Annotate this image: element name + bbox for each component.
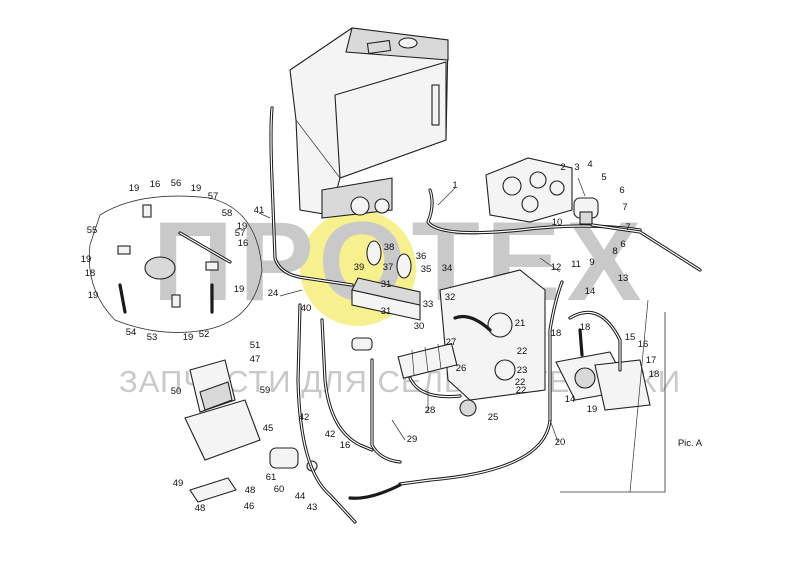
callout-c19d: 19 (81, 254, 92, 265)
callout-c46: 46 (244, 501, 255, 512)
hydraulic-tank (289, 27, 449, 219)
callout-c42a: 42 (299, 412, 310, 423)
callout-c22c: 22 (516, 385, 527, 396)
transmission-block (439, 269, 546, 417)
callout-c34: 34 (442, 263, 453, 274)
callout-c3: 3 (574, 162, 579, 173)
valve-block (397, 342, 458, 379)
callout-c12: 12 (551, 262, 562, 273)
callout-c16d: 16 (340, 440, 351, 451)
callout-c53: 53 (147, 332, 158, 343)
callout-c20: 20 (555, 437, 566, 448)
callout-c43: 43 (307, 502, 318, 513)
callout-c60: 60 (274, 484, 285, 495)
callout-c48b: 48 (195, 503, 206, 514)
callout-c48a: 48 (245, 485, 256, 496)
callout-c7b: 7 (625, 222, 630, 233)
callout-c6a: 6 (619, 185, 624, 196)
callout-c10: 10 (552, 217, 563, 228)
callout-c31b: 31 (381, 306, 392, 317)
callout-c14b: 14 (565, 394, 576, 405)
callout-c14a: 14 (585, 286, 596, 297)
callout-c51: 51 (250, 340, 261, 351)
callout-c56: 56 (171, 178, 182, 189)
callout-c45: 45 (263, 423, 274, 434)
callout-c47: 47 (250, 354, 261, 365)
callout-c11: 11 (571, 259, 581, 270)
callout-c15: 15 (625, 332, 636, 343)
callout-c23: 23 (517, 365, 528, 376)
callout-c19c: 19 (237, 221, 248, 232)
callout-c30: 30 (414, 321, 425, 332)
callout-c50: 50 (171, 386, 182, 397)
callout-c52: 52 (199, 329, 210, 340)
callout-c19f: 19 (234, 284, 245, 295)
leader-lines (258, 177, 586, 443)
pump-assembly (485, 157, 599, 225)
callout-c59: 59 (260, 385, 271, 396)
callout-c36: 36 (416, 251, 427, 262)
callout-c40: 40 (301, 303, 312, 314)
cylinder-view-a (555, 299, 666, 493)
view-label-pic-a: Pic. A (678, 438, 703, 449)
callout-c57a: 57 (208, 191, 219, 202)
callout-c2: 2 (560, 162, 565, 173)
callout-c16a: 16 (150, 179, 161, 190)
callout-c22a: 22 (517, 346, 528, 357)
callout-c18a: 18 (551, 328, 562, 339)
callout-c49: 49 (173, 478, 184, 489)
callout-c18b: 18 (580, 322, 591, 333)
callout-c18d: 18 (649, 369, 660, 380)
callout-c54: 54 (126, 327, 137, 338)
callout-c58: 58 (222, 208, 233, 219)
callout-c55: 55 (87, 225, 98, 236)
callout-c29: 29 (407, 434, 418, 445)
callout-c37: 37 (383, 262, 394, 273)
callout-c24: 24 (268, 288, 279, 299)
callout-c16b: 16 (238, 238, 249, 249)
callout-c4: 4 (587, 159, 592, 170)
callout-c16c: 16 (638, 339, 649, 350)
callout-c35: 35 (421, 264, 432, 275)
callout-c28: 28 (425, 405, 436, 416)
callout-c9: 9 (589, 257, 594, 268)
callout-c61: 61 (266, 472, 277, 483)
callout-c6b: 6 (620, 239, 625, 250)
callout-c31a: 31 (381, 279, 392, 290)
callout-c32: 32 (445, 292, 456, 303)
callout-c41: 41 (254, 205, 265, 216)
fitting-group-left (88, 195, 263, 333)
callout-c25: 25 (488, 412, 499, 423)
callout-c8: 8 (612, 246, 617, 257)
callout-c19b: 19 (191, 183, 202, 194)
callout-c38: 38 (384, 242, 395, 253)
callout-c19e: 19 (88, 290, 99, 301)
manifold (351, 240, 421, 351)
callout-c13: 13 (618, 273, 629, 284)
callout-c26: 26 (456, 363, 467, 374)
callout-c39: 39 (354, 262, 365, 273)
callout-c42b: 42 (325, 429, 336, 440)
callout-c33: 33 (423, 299, 434, 310)
pedal-assembly (184, 359, 318, 503)
callout-c21: 21 (515, 318, 526, 329)
callout-c19a: 19 (129, 183, 140, 194)
callout-c22b: 22 (515, 377, 526, 388)
callout-c7a: 7 (622, 202, 627, 213)
callout-c19h: 19 (587, 404, 598, 415)
callout-c17: 17 (646, 355, 657, 366)
hose-lines (269, 106, 702, 524)
callout-c5: 5 (601, 172, 606, 183)
callout-c44: 44 (295, 491, 306, 502)
callout-c19g: 19 (183, 332, 194, 343)
callout-c18c: 18 (85, 268, 96, 279)
callout-c27: 27 (446, 337, 457, 348)
callout-c57b: 57 (235, 228, 246, 239)
callout-c1: 1 (452, 180, 457, 191)
